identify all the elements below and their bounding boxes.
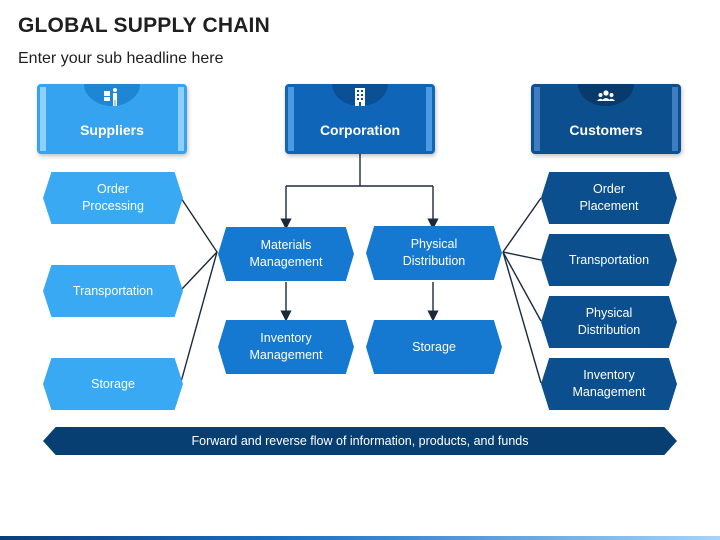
suppliers-header: Suppliers <box>37 84 187 154</box>
building-icon <box>355 88 365 106</box>
delivery-worker-icon <box>104 88 117 106</box>
corporation-header: Corporation <box>285 84 435 154</box>
customers-label: Customers <box>569 122 643 138</box>
customers-header: Customers <box>531 84 681 154</box>
supplier-storage: Storage <box>43 358 183 410</box>
header-bump <box>84 84 140 106</box>
footer-strip <box>0 536 720 540</box>
supplier-fan-top <box>180 197 218 291</box>
customer-fan-4 <box>502 251 542 384</box>
header-edge <box>178 87 184 151</box>
header-edge <box>672 87 678 151</box>
supplier-fan-bottom <box>180 251 218 383</box>
flow-banner: Forward and reverse flow of information,… <box>43 427 677 455</box>
corporation-label: Corporation <box>319 122 401 138</box>
header-edge <box>288 87 294 151</box>
header-edge <box>40 87 46 151</box>
suppliers-label: Suppliers <box>80 122 144 138</box>
supplier-transportation: Transportation <box>43 265 183 317</box>
people-group-icon <box>597 90 615 101</box>
page-title: GLOBAL SUPPLY CHAIN <box>18 14 270 37</box>
corp-storage: Storage <box>366 320 502 374</box>
customer-fan-1 <box>502 197 542 253</box>
customer-fan-3 <box>502 251 542 322</box>
customer-fan-2 <box>502 251 542 261</box>
header-edge <box>534 87 540 151</box>
customer-transportation: Transportation <box>541 234 677 286</box>
page-subtitle: Enter your sub headline here <box>18 50 224 67</box>
header-edge <box>426 87 432 151</box>
